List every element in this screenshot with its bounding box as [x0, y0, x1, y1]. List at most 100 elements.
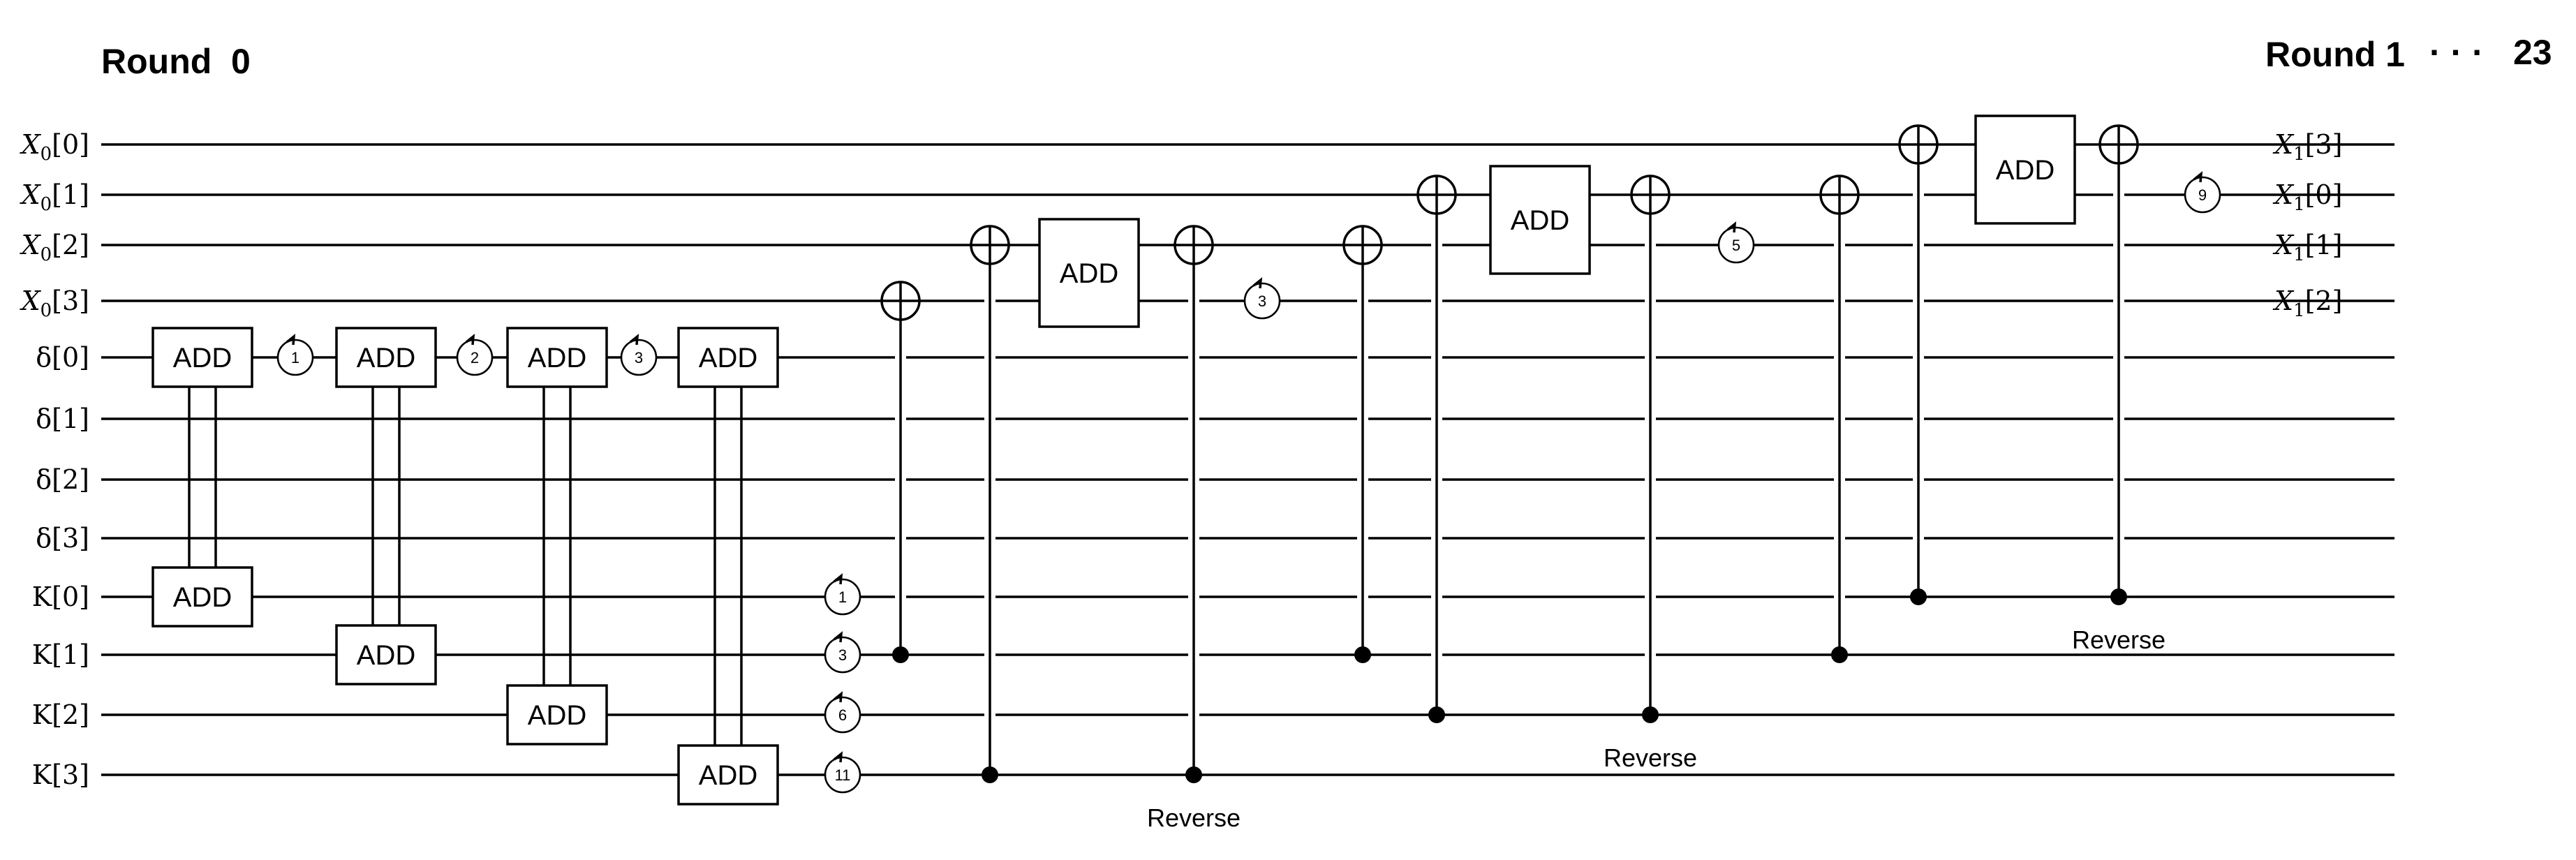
wire-label-base: δ [36, 342, 52, 373]
arx-rotation-2-value: 9 [2198, 186, 2207, 204]
wire-label-base: δ [36, 403, 52, 434]
connectors-layer [895, 144, 2124, 775]
wire-label-base: K [32, 581, 52, 612]
whiten-control-2 [1831, 646, 1848, 663]
output-label-x1: X1[0] [2272, 179, 2342, 215]
key-rotation-k3-value: 11 [835, 766, 851, 784]
wire-label-subscript: 0 [40, 300, 52, 321]
key-rotation-k2-arrow [833, 691, 843, 703]
wire-label-base: K [32, 699, 52, 730]
delta-add-box-1-label: ADD [357, 343, 415, 373]
labels-layer: Round 0 Round 1 · · · 23 X0[0]X0[1]X0[2]… [20, 33, 2552, 832]
wire-label-base: δ [36, 523, 52, 554]
wire-label-index: [0] [52, 129, 89, 160]
output-label-subscript: 1 [2293, 300, 2305, 321]
wire-label-index: [3] [52, 286, 89, 316]
xor-in-control-2 [1910, 588, 1927, 605]
output-label-index: [2] [2305, 286, 2343, 316]
xor-out-control-1 [1642, 706, 1659, 723]
key-add-box-3-label: ADD [699, 760, 757, 791]
wire-label-base: X [20, 286, 42, 316]
delta-rotation-2-value: 3 [635, 349, 643, 366]
round-last-number: 23 [2513, 33, 2552, 72]
wire-label-k1: K[1] [32, 639, 89, 670]
key-rotation-k2-value: 6 [838, 706, 847, 724]
wire-label-index: [0] [52, 342, 89, 373]
delta-rotation-1-value: 2 [471, 349, 479, 366]
arx-rotation-1-value: 5 [1732, 237, 1740, 254]
delta-add-box-0-label: ADD [173, 343, 232, 373]
arx-add-box-2 [1974, 114, 2076, 225]
wire-label-base: X [20, 230, 42, 260]
arx-rotation-0-value: 3 [1258, 292, 1266, 310]
delta-add-box-3 [677, 327, 779, 388]
wire-label-base: K [32, 639, 52, 670]
output-label-index: [0] [2305, 179, 2343, 210]
wire-label-index: [1] [52, 179, 89, 210]
arx-rotation-0-arrow [1252, 277, 1263, 289]
wire-label-index: [3] [52, 523, 89, 554]
wire-label-index: [1] [52, 403, 89, 434]
key-rotation-k0-arrow [833, 573, 843, 585]
wire-label-subscript: 0 [40, 194, 52, 215]
key-rotation-k0-value: 1 [838, 588, 847, 606]
wire-label-x2: X0[2] [20, 230, 89, 265]
key-rotation-k1-arrow [833, 631, 843, 643]
key-rotation-k2 [824, 696, 861, 734]
arx-rotation-2-arrow [2193, 171, 2203, 183]
wire-label-index: [1] [52, 639, 89, 670]
output-label-x3: X1[2] [2272, 286, 2342, 321]
output-label-index: [3] [2305, 129, 2343, 160]
key-rotation-k1 [824, 636, 861, 674]
wire-label-k3: K[3] [32, 759, 89, 790]
key-add-box-0 [151, 566, 253, 628]
arx-add-box-1-label: ADD [1511, 205, 1569, 236]
arx-rotation-2 [2184, 176, 2221, 214]
arx-rotation-1-arrow [1726, 221, 1737, 233]
wire-label-k2: K[2] [32, 699, 89, 730]
arx-add-box-2-label: ADD [1996, 155, 2055, 186]
wire-label-subscript: 0 [40, 144, 52, 165]
wire-label-d3: δ[3] [36, 523, 89, 554]
whiten-control-0 [892, 646, 909, 663]
delta-rotation-1 [456, 339, 494, 376]
delta-add-box-3-label: ADD [699, 343, 757, 373]
output-label-index: [1] [2305, 230, 2343, 260]
output-label-base: X [2272, 179, 2295, 210]
wire-label-base: K [32, 759, 52, 790]
delta-rotation-0-arrow [286, 334, 296, 346]
key-add-box-3 [677, 744, 779, 806]
whiten-control-1 [1354, 646, 1371, 663]
xor-out-control-2 [2110, 588, 2127, 605]
output-label-base: X [2272, 129, 2295, 160]
delta-rotation-0 [276, 339, 314, 376]
key-add-box-1-label: ADD [357, 640, 415, 671]
wire-label-x1: X0[1] [20, 179, 89, 215]
wire-label-base: δ [36, 464, 52, 495]
key-rotation-k0 [824, 578, 861, 616]
output-label-x0: X1[3] [2272, 129, 2342, 165]
key-add-box-1 [335, 624, 437, 685]
wire-label-base: X [20, 129, 42, 160]
output-label-subscript: 1 [2293, 194, 2305, 215]
wire-label-x0: X0[0] [20, 129, 89, 165]
wire-label-index: [0] [52, 581, 89, 612]
round-start-title: Round 0 [101, 42, 251, 81]
wire-label-d0: δ[0] [36, 342, 89, 373]
delta-rotation-2-arrow [629, 334, 639, 346]
wire-label-index: [2] [52, 230, 89, 260]
arx-add-box-0-label: ADD [1060, 258, 1118, 289]
delta-add-box-0 [151, 327, 253, 388]
wire-label-index: [2] [52, 699, 89, 730]
key-add-box-0-label: ADD [173, 582, 232, 613]
wire-label-k0: K[0] [32, 581, 89, 612]
key-rotation-k1-value: 3 [838, 646, 847, 664]
delta-rotation-1-arrow [465, 334, 475, 346]
wire-label-index: [3] [52, 759, 89, 790]
key-add-box-2-label: ADD [528, 700, 586, 731]
arx-add-box-0 [1038, 218, 1140, 328]
xor-in-control-0 [982, 766, 998, 783]
xor-in-control-1 [1428, 706, 1445, 723]
